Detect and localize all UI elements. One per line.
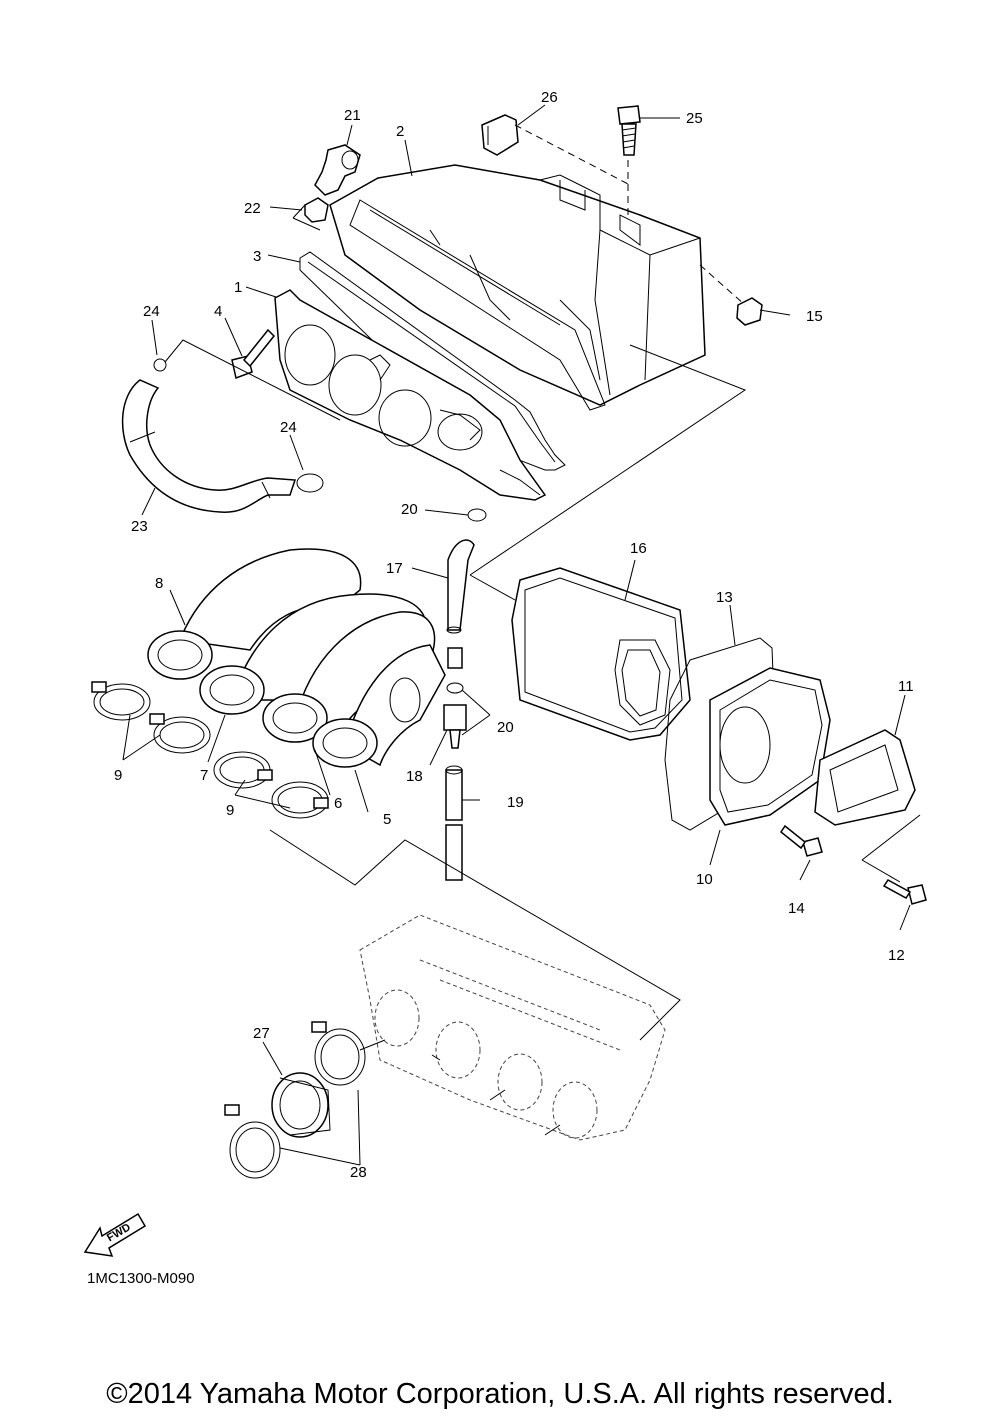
cover-11 (814, 729, 916, 826)
callout-11: 11 (898, 678, 914, 695)
callout-24-lower: 24 (280, 419, 297, 436)
callout-25: 25 (686, 110, 703, 127)
callout-20-upper: 20 (401, 501, 418, 518)
screw-12 (882, 879, 927, 905)
forward-arrow-icon: FWD (83, 1212, 147, 1257)
diagram-code: 1MC1300-M090 (87, 1270, 195, 1287)
throttle-body-ghost (359, 914, 666, 1141)
callout-16: 16 (630, 540, 647, 557)
hose-17 (446, 539, 475, 634)
callout-labels: 1 2 3 4 5 6 7 8 9 9 10 11 12 13 14 15 16… (114, 89, 914, 1181)
callout-2: 2 (396, 123, 404, 140)
hose-clamps-9-right (213, 751, 329, 819)
filter-cover-10 (709, 667, 831, 826)
callout-14: 14 (788, 900, 805, 917)
clip-22 (304, 197, 329, 223)
callout-21: 21 (344, 107, 361, 124)
check-valve-18 (443, 647, 467, 749)
copyright-notice: ©2014 Yamaha Motor Corporation, U.S.A. A… (106, 1378, 894, 1410)
callout-4: 4 (214, 303, 222, 320)
callout-28: 28 (350, 1164, 367, 1181)
clamp-20-upper (467, 508, 487, 522)
grommet-26 (481, 114, 519, 156)
callout-24-upper: 24 (143, 303, 160, 320)
callout-1: 1 (234, 279, 242, 296)
air-filter-element-16 (511, 567, 691, 741)
callout-3: 3 (253, 248, 261, 265)
air-box-joint-plate (274, 289, 547, 501)
callout-7: 7 (200, 767, 208, 784)
air-box-case (329, 164, 706, 411)
clamp-24-mid (296, 473, 324, 493)
callout-9-left: 9 (114, 767, 122, 784)
callout-18: 18 (406, 768, 423, 785)
callout-9-right: 9 (226, 802, 234, 819)
hose-fitting-21 (314, 144, 361, 196)
hose-clamps-9-left (91, 681, 211, 754)
clamp-24-top (153, 358, 167, 372)
callout-26: 26 (541, 89, 558, 106)
bolt-25 (617, 105, 641, 156)
callout-8: 8 (155, 575, 163, 592)
callout-19: 19 (507, 794, 524, 811)
callout-6: 6 (334, 795, 342, 812)
screw-14 (779, 824, 823, 857)
nut-15 (736, 297, 763, 326)
callout-10: 10 (696, 871, 713, 888)
callout-17: 17 (386, 560, 403, 577)
callout-12: 12 (888, 947, 905, 964)
joint-27 (271, 1072, 331, 1138)
callout-5: 5 (383, 811, 391, 828)
callout-15: 15 (806, 308, 823, 325)
hose-clamps-28 (224, 1021, 366, 1179)
callout-23: 23 (131, 518, 148, 535)
breather-hose-23 (121, 379, 297, 513)
callout-27: 27 (253, 1025, 270, 1042)
callout-20-lower: 20 (497, 719, 514, 736)
callout-leaders (122, 104, 911, 1166)
intake-joints (147, 548, 446, 768)
callout-22: 22 (244, 200, 261, 217)
hose-19 (445, 765, 463, 881)
screw-4 (231, 328, 276, 380)
callout-13: 13 (716, 589, 733, 606)
assembly-lines (164, 124, 921, 1136)
